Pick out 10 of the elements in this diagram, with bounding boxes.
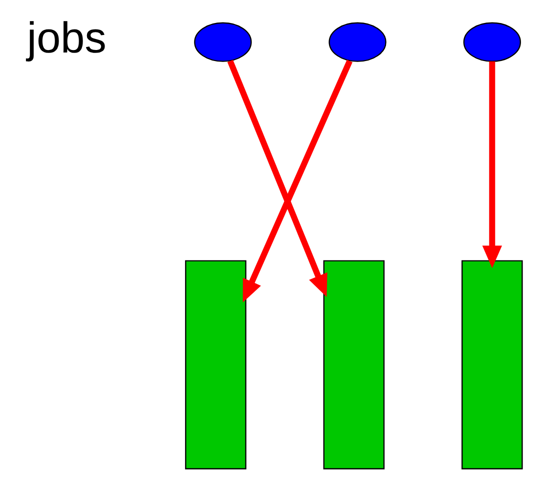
node-ellipse xyxy=(194,22,252,62)
node-bar xyxy=(462,260,523,470)
label: jobs xyxy=(27,14,106,63)
arrow xyxy=(227,60,328,297)
node-ellipse xyxy=(463,22,521,62)
node-bar xyxy=(323,260,385,470)
node-bar xyxy=(185,260,246,470)
arrow xyxy=(242,60,352,302)
node-ellipse xyxy=(328,22,386,62)
arrow xyxy=(482,61,502,268)
